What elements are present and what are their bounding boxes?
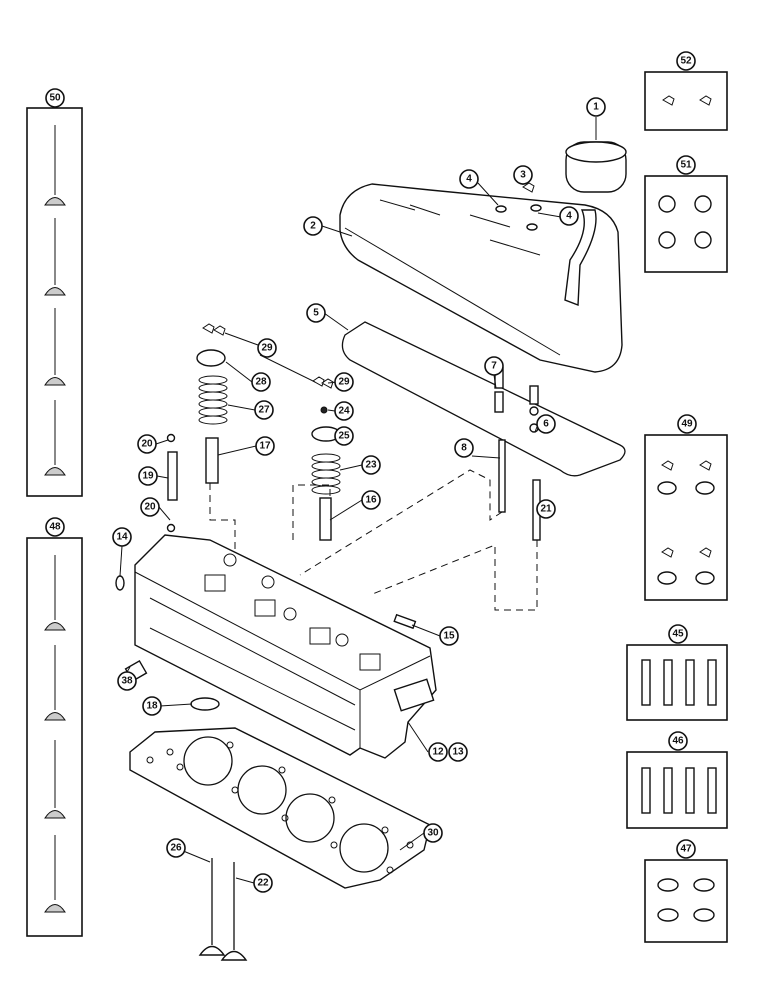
- svg-text:3: 3: [520, 170, 526, 181]
- svg-text:16: 16: [365, 495, 377, 506]
- callout-5: 5: [306, 303, 326, 323]
- callout-20: 20: [137, 434, 157, 454]
- callout-7: 7: [484, 356, 504, 376]
- callout-48: 48: [45, 517, 65, 537]
- callout-3: 3: [513, 165, 533, 185]
- svg-text:27: 27: [258, 405, 270, 416]
- callout-38: 38: [117, 671, 137, 691]
- svg-text:23: 23: [365, 460, 377, 471]
- callout-51: 51: [676, 155, 696, 175]
- dashed-leader-lines: [209, 469, 538, 611]
- callout-16: 16: [361, 490, 381, 510]
- callout-49: 49: [677, 414, 697, 434]
- callout-4: 4: [559, 206, 579, 226]
- svg-text:8: 8: [461, 443, 467, 454]
- svg-text:12: 12: [432, 747, 444, 758]
- callout-23: 23: [361, 455, 381, 475]
- head-gasket: [129, 727, 431, 889]
- svg-text:21: 21: [540, 504, 552, 515]
- callout-45: 45: [668, 624, 688, 644]
- svg-text:29: 29: [338, 377, 350, 388]
- callout-24: 24: [334, 401, 354, 421]
- svg-text:38: 38: [121, 676, 133, 687]
- svg-text:1: 1: [593, 102, 599, 113]
- svg-text:24: 24: [338, 406, 350, 417]
- svg-text:5: 5: [313, 308, 319, 319]
- rocker-cover: [339, 183, 623, 373]
- svg-text:20: 20: [144, 502, 156, 513]
- svg-text:20: 20: [141, 439, 153, 450]
- callout-17: 17: [255, 436, 275, 456]
- callout-15: 15: [439, 626, 459, 646]
- cover-gasket: [341, 321, 626, 477]
- svg-text:45: 45: [672, 629, 684, 640]
- small-hardware: [494, 182, 542, 433]
- svg-text:15: 15: [443, 631, 455, 642]
- loose-valves: [198, 858, 248, 961]
- kit-box-52: [644, 71, 728, 131]
- callout-29: 29: [257, 338, 277, 358]
- callout-20: 20: [140, 497, 160, 517]
- callout-14: 14: [112, 527, 132, 547]
- callout-18: 18: [142, 696, 162, 716]
- breather-cap: [564, 141, 627, 307]
- svg-text:52: 52: [680, 56, 692, 67]
- svg-text:19: 19: [142, 471, 154, 482]
- kit-box-49: [644, 434, 728, 601]
- svg-text:18: 18: [146, 701, 158, 712]
- callout-47: 47: [676, 839, 696, 859]
- svg-text:7: 7: [491, 361, 497, 372]
- svg-text:47: 47: [680, 844, 692, 855]
- callout-28: 28: [251, 372, 271, 392]
- svg-text:17: 17: [259, 441, 271, 452]
- callout-22: 22: [253, 873, 273, 893]
- svg-text:49: 49: [681, 419, 693, 430]
- kit-box-48: [26, 537, 83, 937]
- callout-29: 29: [334, 372, 354, 392]
- svg-text:26: 26: [170, 843, 182, 854]
- svg-text:6: 6: [543, 419, 549, 430]
- callout-4: 4: [459, 169, 479, 189]
- valve-spring-stack-right: [311, 376, 341, 541]
- svg-text:25: 25: [338, 431, 350, 442]
- svg-text:4: 4: [466, 174, 472, 185]
- valve-spring-stack-left: [196, 323, 228, 484]
- callouts: 1 2 3 4 4 5 6 7 8 12 13 14 15 16 17 18 1…: [45, 51, 697, 893]
- callout-46: 46: [668, 731, 688, 751]
- kit-box-51: [644, 175, 728, 273]
- callout-50: 50: [45, 88, 65, 108]
- svg-text:22: 22: [257, 878, 269, 889]
- kit-box-50: [26, 107, 83, 497]
- kit-box-45: [626, 644, 728, 721]
- cylinder-head: [134, 534, 437, 759]
- callout-8: 8: [454, 438, 474, 458]
- svg-text:30: 30: [427, 828, 439, 839]
- svg-text:28: 28: [255, 377, 267, 388]
- svg-text:50: 50: [49, 93, 61, 104]
- kit-box-47: [644, 859, 728, 943]
- callout-21: 21: [536, 499, 556, 519]
- svg-text:46: 46: [672, 736, 684, 747]
- svg-text:48: 48: [49, 522, 61, 533]
- callout-13: 13: [448, 742, 468, 762]
- svg-text:13: 13: [452, 747, 464, 758]
- callout-27: 27: [254, 400, 274, 420]
- svg-text:51: 51: [680, 160, 692, 171]
- callout-6: 6: [536, 414, 556, 434]
- svg-text:14: 14: [116, 532, 128, 543]
- callout-30: 30: [423, 823, 443, 843]
- svg-text:4: 4: [566, 211, 572, 222]
- callout-25: 25: [334, 426, 354, 446]
- svg-text:2: 2: [310, 221, 316, 232]
- callout-19: 19: [138, 466, 158, 486]
- svg-text:29: 29: [261, 343, 273, 354]
- callout-1: 1: [586, 97, 606, 117]
- callout-52: 52: [676, 51, 696, 71]
- kit-box-46: [626, 751, 728, 829]
- callout-12: 12: [428, 742, 448, 762]
- callout-2: 2: [303, 216, 323, 236]
- callout-26: 26: [166, 838, 186, 858]
